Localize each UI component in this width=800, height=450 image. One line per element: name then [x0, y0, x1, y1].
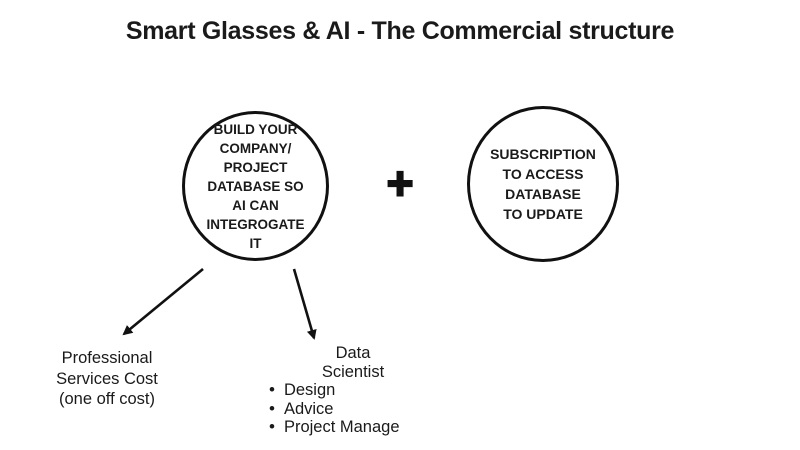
subscription-circle-text: SUBSCRIPTION TO ACCESS DATABASE TO UPDAT… — [470, 144, 616, 224]
bullet-icon: • — [269, 380, 275, 399]
arrow-to-data-scientist — [292, 268, 317, 340]
list-item: • Design — [269, 380, 457, 400]
professional-services-label: Professional Services Cost (one off cost… — [36, 348, 178, 410]
circle-text-line: SUBSCRIPTION — [490, 146, 596, 162]
circle-text-line: IT — [249, 235, 262, 251]
list-item: • Advice — [269, 398, 457, 419]
arrow-to-professional-services — [122, 267, 204, 336]
circle-text-line: BUILD YOUR — [213, 121, 298, 137]
professional-services-line: Professional — [61, 349, 153, 367]
data-scientist-list: • Design • Advice • Project Manage — [257, 380, 457, 437]
circle-text-line: DATABASE — [505, 186, 581, 202]
data-scientist-block: Data Scientist • Design • Advice • Proje… — [257, 344, 457, 437]
page-title: Smart Glasses & AI - The Commercial stru… — [125, 17, 675, 45]
circle-text-line: PROJECT — [223, 159, 288, 175]
list-item-label: Project Manage — [283, 418, 400, 436]
circle-text-line: TO UPDATE — [503, 206, 583, 222]
plus-sign: + — [386, 157, 415, 209]
bullet-icon: • — [269, 417, 275, 436]
list-item-label: Advice — [283, 399, 334, 418]
plus-icon: + — [379, 157, 421, 209]
data-scientist-heading-line: Scientist — [321, 362, 385, 381]
list-item: • Project Manage — [269, 417, 457, 437]
bullet-icon: • — [269, 398, 275, 418]
build-database-circle-text: BUILD YOUR COMPANY/ PROJECT DATABASE SO … — [185, 120, 326, 253]
professional-services-line: (one off cost) — [59, 390, 155, 408]
circle-text-line: AI CAN — [232, 197, 279, 213]
list-item-label: Design — [283, 381, 336, 399]
subscription-circle: SUBSCRIPTION TO ACCESS DATABASE TO UPDAT… — [467, 106, 619, 262]
circle-text-line: INTEGROGATE — [206, 216, 305, 232]
data-scientist-heading-line: Data — [335, 344, 371, 362]
data-scientist-heading: Data Scientist — [257, 344, 449, 381]
circle-text-line: DATABASE SO — [207, 178, 304, 194]
build-database-circle: BUILD YOUR COMPANY/ PROJECT DATABASE SO … — [182, 111, 329, 261]
circle-text-line: COMPANY/ — [219, 140, 292, 156]
professional-services-line: Services Cost — [56, 369, 158, 388]
circle-text-line: TO ACCESS — [502, 166, 584, 182]
